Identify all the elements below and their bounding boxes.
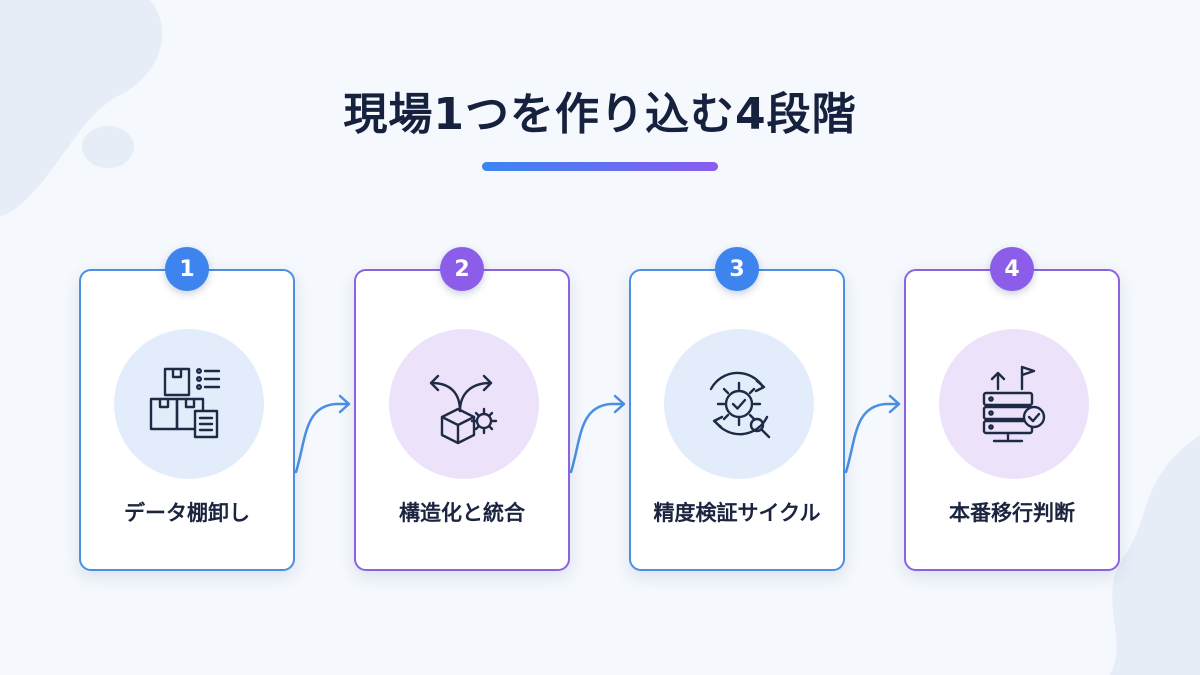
step-badge-2: 2: [440, 247, 484, 291]
connector-2-3-arrowhead: [613, 394, 626, 414]
connector-1-2: [294, 402, 350, 474]
step-card-1: データ棚卸し: [79, 269, 295, 571]
step-badge-1: 1: [165, 247, 209, 291]
step-badge-4: 4: [990, 247, 1034, 291]
connector-2-3: [569, 402, 625, 474]
gear-cycle-check-icon: [709, 371, 771, 439]
background-blob-bottom-right: [1110, 435, 1200, 675]
connector-3-4: [844, 402, 900, 474]
step-label: 精度検証サイクル: [653, 501, 821, 525]
step-card-4: 本番移行判断: [904, 269, 1120, 571]
step-label: 構造化と統合: [399, 501, 525, 525]
connector-3-4-arrowhead: [888, 394, 901, 414]
connector-1-2-arrowhead: [338, 394, 351, 414]
step-card-3: 精度検証サイクル: [629, 269, 845, 571]
title-underline: [482, 162, 718, 171]
step-label: 本番移行判断: [949, 501, 1075, 525]
step-4-icon-circle: [939, 329, 1089, 479]
branching-arrows-gear-icon: [429, 374, 498, 445]
step-label: データ棚卸し: [124, 501, 250, 525]
server-flag-check-icon: [982, 365, 1046, 443]
step-3-icon-circle: [664, 329, 814, 479]
page-title: 現場1つを作り込む4段階: [343, 89, 857, 140]
step-badge-3: 3: [715, 247, 759, 291]
background-blob-top-left: [0, 0, 163, 216]
step-1-icon-circle: [114, 329, 264, 479]
step-2-icon-circle: [389, 329, 539, 479]
step-card-2: 構造化と統合: [354, 269, 570, 571]
inventory-boxes-icon: [149, 367, 221, 439]
